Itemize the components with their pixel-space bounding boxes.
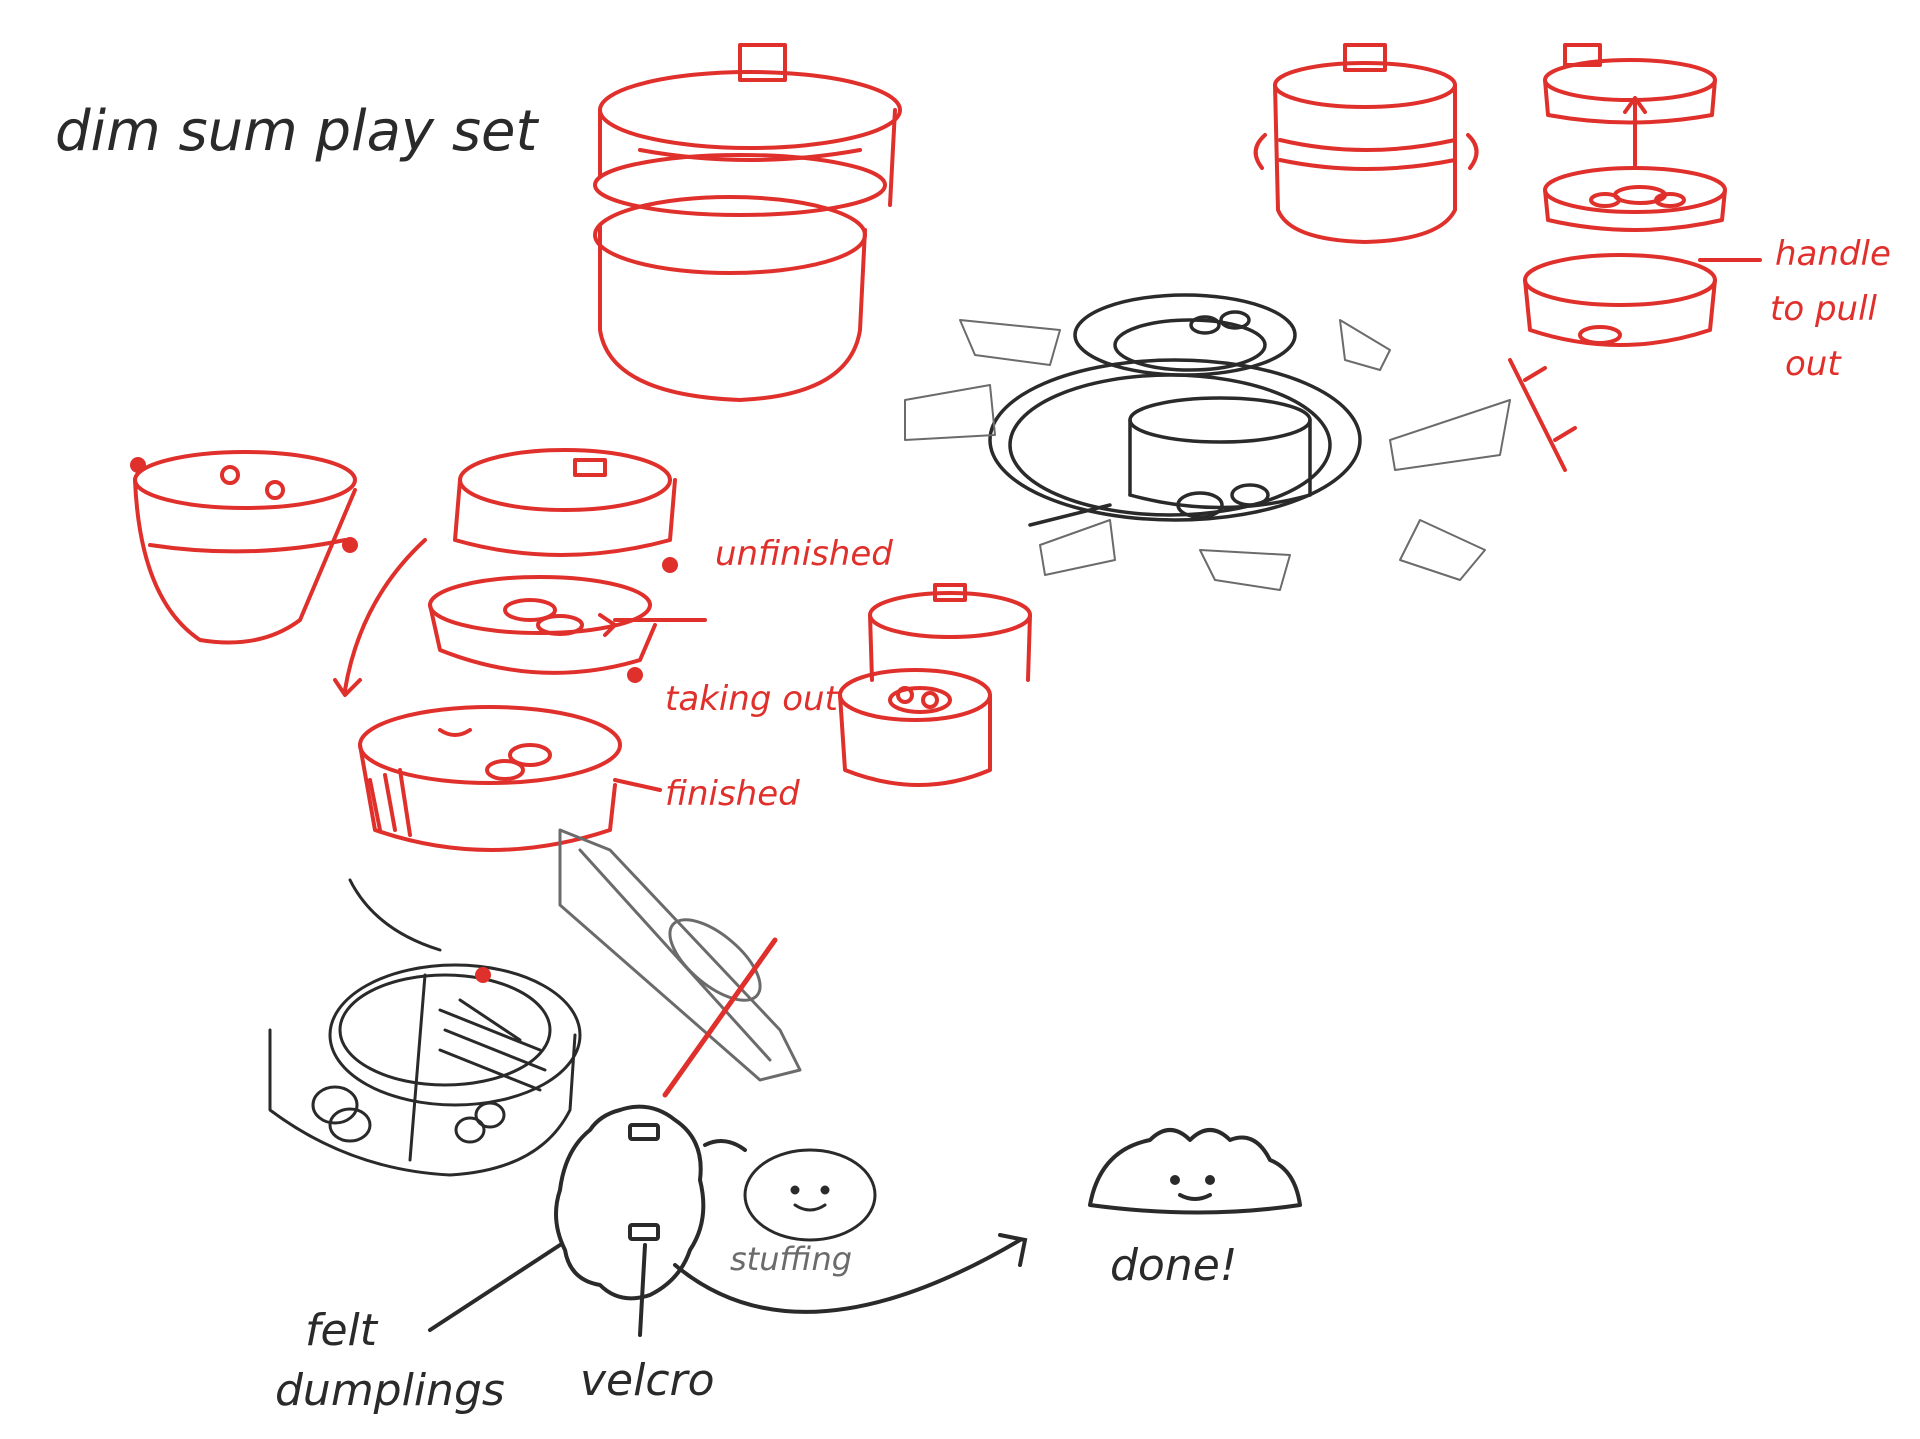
red-dot-marker: [475, 967, 491, 983]
stuffing-label: stuffing: [730, 1240, 852, 1278]
velcro-pointer-line: [638, 1243, 647, 1337]
velcro-label: velcro: [580, 1355, 715, 1406]
chopstick-line: [662, 937, 778, 1098]
stuffing-sketch: [743, 1148, 877, 1242]
tilted-lid-sketch: [558, 828, 802, 1082]
steamer-on-leaf-sketch: [988, 293, 1362, 527]
arrow-head-done: [998, 1233, 1028, 1267]
felt-dumplings-label: felt dumplings: [275, 1305, 505, 1416]
large-steamer-sketch: [593, 43, 902, 402]
done-label: done!: [1110, 1240, 1237, 1291]
stacked-steamer-sketch: [333, 448, 707, 852]
basket-side-sketch: [130, 450, 358, 645]
title-text: dim sum play set: [55, 99, 539, 164]
taking-out-label: taking out: [665, 679, 840, 719]
handle-label: handle to pull out: [1770, 234, 1902, 384]
leaf-outline: [904, 319, 1511, 591]
done-dumpling-sketch: [1088, 1128, 1302, 1215]
exploded-steamer-sketch: [1508, 43, 1762, 472]
open-steamer-sketch: [268, 878, 582, 1177]
small-steamer-sketch: [838, 583, 1032, 787]
finished-label: finished: [665, 774, 800, 814]
arrow-to-done: [673, 1238, 1022, 1314]
felt-dumpling-sketch: [554, 1104, 747, 1301]
unfinished-label: unfinished: [715, 534, 893, 574]
rotating-steamer-sketch: [1253, 43, 1479, 244]
felt-pointer-line: [428, 1243, 562, 1332]
